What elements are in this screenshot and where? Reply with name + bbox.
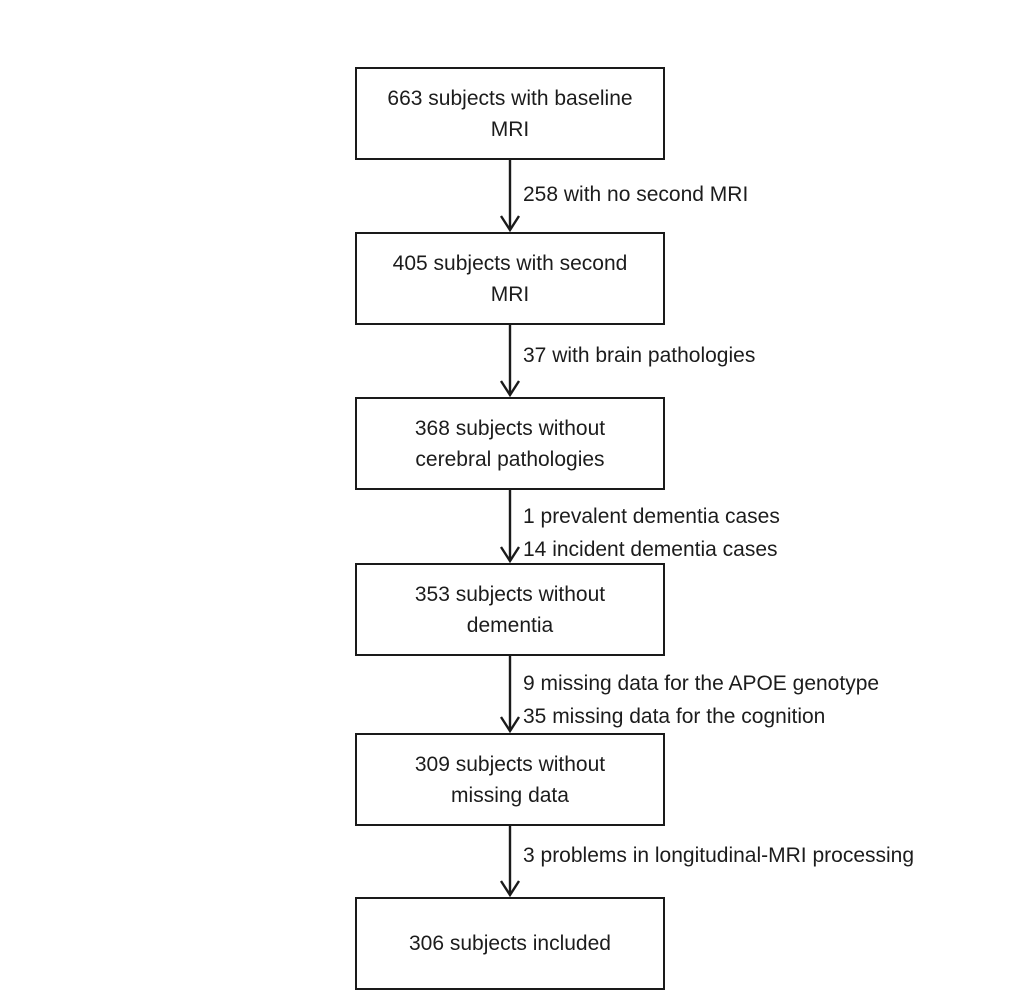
edge-label-missing-data: 9 missing data for the APOE genotype 35 … [523, 667, 879, 733]
node-label: 663 subjects with baseline MRI [387, 86, 633, 141]
arrow-down-icon [499, 160, 521, 232]
edge-label-processing-problems: 3 problems in longitudinal-MRI processin… [523, 842, 914, 869]
node-368-no-cerebral-pathologies: 368 subjects without cerebral pathologie… [355, 397, 665, 490]
node-label: 353 subjects without dementia [414, 582, 606, 637]
node-label: 309 subjects without missing data [414, 752, 606, 807]
edge-label-line: 1 prevalent dementia cases [523, 505, 780, 528]
arrow-down-icon [499, 656, 521, 733]
node-306-included: 306 subjects included [355, 897, 665, 990]
node-663-baseline-mri: 663 subjects with baseline MRI [355, 67, 665, 160]
edge-label-line: 258 with no second MRI [523, 183, 749, 206]
node-label: 368 subjects without cerebral pathologie… [414, 416, 606, 471]
arrow-down-icon [499, 490, 521, 563]
node-405-second-mri: 405 subjects with second MRI [355, 232, 665, 325]
arrow-down-icon [499, 325, 521, 397]
edge-label-line: 9 missing data for the APOE genotype [523, 672, 880, 695]
node-309-no-missing-data: 309 subjects without missing data [355, 733, 665, 826]
arrow-down-icon [499, 826, 521, 897]
edge-label-line: 37 with brain pathologies [523, 344, 756, 367]
node-label: 405 subjects with second MRI [392, 251, 628, 306]
edge-label-line: 14 incident dementia cases [523, 538, 778, 561]
edge-label-line: 35 missing data for the cognition [523, 705, 826, 728]
node-label: 306 subjects included [409, 932, 611, 955]
edge-label-dementia-cases: 1 prevalent dementia cases 14 incident d… [523, 500, 780, 566]
edge-label-no-second-mri: 258 with no second MRI [523, 181, 748, 208]
node-353-no-dementia: 353 subjects without dementia [355, 563, 665, 656]
edge-label-brain-pathologies: 37 with brain pathologies [523, 342, 755, 369]
edge-label-line: 3 problems in longitudinal-MRI processin… [523, 844, 915, 867]
